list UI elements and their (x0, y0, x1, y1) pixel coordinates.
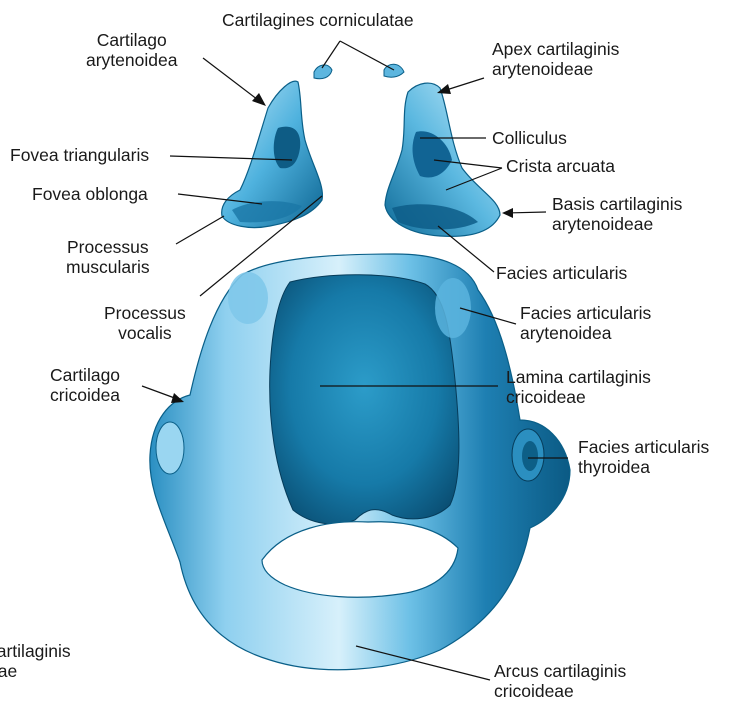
label-line: cricoideae (506, 387, 651, 407)
label-line: arytenoidea (520, 323, 651, 343)
leader-corniculate-left (322, 41, 340, 68)
label-cartilago-cricoidea: Cartilago cricoidea (50, 365, 120, 405)
label-line: Processus (104, 303, 186, 323)
label-cut-left: cartilaginis eae (0, 641, 71, 681)
label-line: Arcus cartilaginis (494, 661, 626, 681)
label-line: thyroidea (578, 457, 709, 477)
label-facies-articularis-arytenoidea: Facies articularis arytenoidea (520, 303, 651, 343)
label-line: cricoideae (494, 681, 626, 701)
label-crista-arcuata: Crista arcuata (506, 156, 615, 176)
label-arcus: Arcus cartilaginis cricoideae (494, 661, 626, 701)
leader-corniculate-right (340, 41, 394, 70)
label-line: Lamina cartilaginis (506, 367, 651, 387)
label-line: Cartilagines corniculatae (222, 10, 414, 30)
label-line: Apex cartilaginis (492, 39, 619, 59)
label-cartilagines-corniculatae: Cartilagines corniculatae (222, 10, 414, 30)
label-line: Cartilago (50, 365, 120, 385)
left-arytenoid-cartilage (222, 65, 332, 228)
label-line: Colliculus (492, 128, 567, 148)
label-line: cartilaginis (0, 641, 71, 661)
label-line: Crista arcuata (506, 156, 615, 176)
arrowhead-basis (502, 208, 513, 218)
label-apex: Apex cartilaginis arytenoideae (492, 39, 619, 79)
leader-processus-muscularis (176, 216, 224, 244)
label-processus-muscularis: Processus muscularis (66, 237, 150, 277)
label-line: arytenoidea (86, 50, 177, 70)
leader-cartilago-arytenoidea (203, 58, 262, 103)
label-processus-vocalis: Processus vocalis (104, 303, 186, 343)
label-line: Facies articularis (496, 263, 627, 283)
label-line: arytenoideae (492, 59, 619, 79)
label-line: Fovea triangularis (10, 145, 149, 165)
label-line: cricoidea (50, 385, 120, 405)
label-line: vocalis (104, 323, 186, 343)
label-facies-articularis-thyroidea: Facies articularis thyroidea (578, 437, 709, 477)
label-fovea-triangularis: Fovea triangularis (10, 145, 149, 165)
label-cartilago-arytenoidea: Cartilago arytenoidea (86, 30, 177, 70)
label-line: Facies articularis (520, 303, 651, 323)
label-fovea-oblonga: Fovea oblonga (32, 184, 148, 204)
label-colliculus: Colliculus (492, 128, 567, 148)
label-line: Facies articularis (578, 437, 709, 457)
label-line: arytenoideae (552, 214, 682, 234)
label-line: Cartilago (86, 30, 177, 50)
label-line: Fovea oblonga (32, 184, 148, 204)
label-basis: Basis cartilaginis arytenoideae (552, 194, 682, 234)
label-line: Processus (66, 237, 150, 257)
label-facies-articularis: Facies articularis (496, 263, 627, 283)
label-line: Basis cartilaginis (552, 194, 682, 214)
cricoid-cartilage (150, 254, 570, 670)
label-line: eae (0, 661, 71, 681)
label-lamina: Lamina cartilaginis cricoideae (506, 367, 651, 407)
arrowhead-cartilago-arytenoidea (252, 93, 266, 106)
label-line: muscularis (66, 257, 150, 277)
